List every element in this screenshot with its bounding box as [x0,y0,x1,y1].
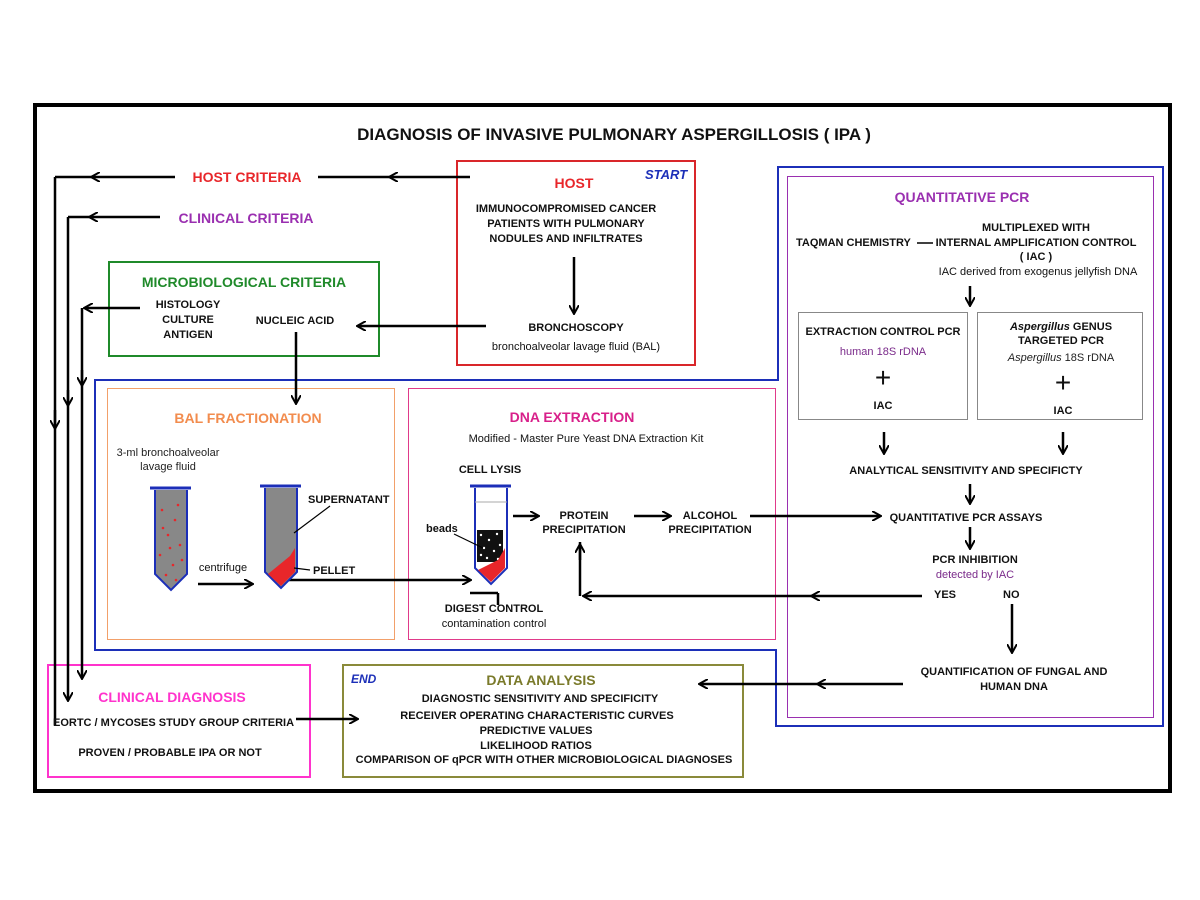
bal-fractionation-title: BAL FRACTIONATION [174,410,322,426]
cell-lysis-label: CELL LYSIS [458,464,522,476]
blue-region-outline [94,166,1164,727]
data-analysis-line-4: LIKELIHOOD RATIOS [480,740,592,752]
quantification-line-1: QUANTIFICATION OF FUNGAL AND [920,666,1108,678]
bal-fluid-line-2: lavage fluid [140,461,196,473]
host-line-3: NODULES AND INFILTRATES [489,233,643,245]
pcr-inhibition-label: PCR INHIBITION [932,554,1018,566]
qpcr-assays-label: QUANTITATIVE PCR ASSAYS [889,512,1043,524]
clinical-criteria-label: CLINICAL CRITERIA [178,210,314,226]
bal-label: bronchoalveolar lavage fluid (BAL) [491,341,661,353]
extraction-control-title: EXTRACTION CONTROL PCR [805,326,961,338]
asp-iac: IAC [1053,405,1073,417]
host-line-1: IMMUNOCOMPROMISED CANCER [475,203,657,215]
asp-plus: + [1054,367,1072,398]
data-analysis-line-2: RECEIVER OPERATING CHARACTERISTIC CURVES [400,710,674,722]
host-line-2: PATIENTS WITH PULMONARY [487,218,645,230]
detected-by-iac: detected by IAC [935,569,1015,581]
analytical-label: ANALYTICAL SENSITIVITY AND SPECIFICTY [849,465,1083,477]
tube-lavage [150,486,191,592]
data-analysis-line-3: PREDICTIVE VALUES [479,725,593,737]
nucleic-acid-label: NUCLEIC ACID [255,315,335,327]
quantification-line-2: HUMAN DNA [980,681,1048,693]
data-analysis-line-5: COMPARISON OF qPCR WITH OTHER MICROBIOLO… [355,754,733,766]
supernatant-label: SUPERNATANT [308,494,390,506]
qpcr-title: QUANTITATIVE PCR [894,189,1030,205]
multiplexed-line-1: MULTIPLEXED WITH [982,222,1090,234]
bronchoscopy-label: BRONCHOSCOPY [528,322,624,334]
pellet-label: PELLET [313,565,356,577]
extraction-iac: IAC [873,400,893,412]
asp-targeted-pcr: TARGETED PCR [1018,335,1104,347]
asp-target-suffix: 18S rDNA [1061,352,1115,364]
data-analysis-line-1: DIAGNOSTIC SENSITIVITY AND SPECIFICITY [421,693,659,705]
data-analysis-title: DATA ANALYSIS [486,672,596,688]
start-label: START [645,167,688,182]
aspergillus-pcr-box [977,312,1143,420]
diagram-title: DIAGNOSIS OF INVASIVE PULMONARY ASPERGIL… [357,125,871,144]
centrifuge-label: centrifuge [198,562,248,574]
alcohol-line-1: ALCOHOL [682,510,738,522]
taqman-label: TAQMAN CHEMISTRY [796,237,911,249]
host-title: HOST [554,175,594,191]
qpcr-inner-box [787,176,1154,718]
clinical-diagnosis-title: CLINICAL DIAGNOSIS [98,689,246,705]
beads-label: beads [426,523,458,535]
bal-fluid-line-1: 3-ml bronchoalveolar [116,447,220,459]
dna-extraction-box [408,388,776,640]
data-analysis-box [342,664,744,778]
diagram-frame [33,103,1172,793]
yes-label: YES [934,589,957,601]
kit-label: Modified - Master Pure Yeast DNA Extract… [468,433,704,445]
host-box [456,160,696,366]
contamination-label: contamination control [441,618,547,630]
asp-target-italic: Aspergillus [1007,352,1062,364]
protein-line-1: PROTEIN [559,510,609,522]
asp-genus-italic: Aspergillus [1009,321,1070,333]
multiplexed-line-3: ( IAC ) [1019,251,1053,263]
extraction-control-box [798,312,968,420]
multiplexed-line-2: INTERNAL AMPLIFICATION CONTROL [935,237,1137,249]
protein-line-2: PRECIPITATION [542,524,626,536]
iac-derived-label: IAC derived from exogenus jellyfish DNA [938,266,1138,278]
extraction-control-target: human 18S rDNA [839,346,927,358]
culture-label: CULTURE [162,314,214,326]
micro-title: MICROBIOLOGICAL CRITERIA [141,274,347,290]
bal-fractionation-box [107,388,395,640]
eortc-label: EORTC / MYCOSES STUDY GROUP CRITERIA [53,717,295,729]
digest-control-label: DIGEST CONTROL [444,603,544,615]
no-label: NO [1003,589,1020,601]
extraction-plus: + [874,362,892,393]
proven-label: PROVEN / PROBABLE IPA OR NOT [78,747,262,759]
end-label: END [351,672,377,686]
host-criteria-label: HOST CRITERIA [192,169,302,185]
clinical-diagnosis-box [47,664,311,778]
alcohol-line-2: PRECIPITATION [668,524,752,536]
histology-label: HISTOLOGY [155,299,221,311]
antigen-label: ANTIGEN [163,329,213,341]
dna-extraction-title: DNA EXTRACTION [509,409,635,425]
asp-genus-suffix: GENUS [1069,321,1113,333]
